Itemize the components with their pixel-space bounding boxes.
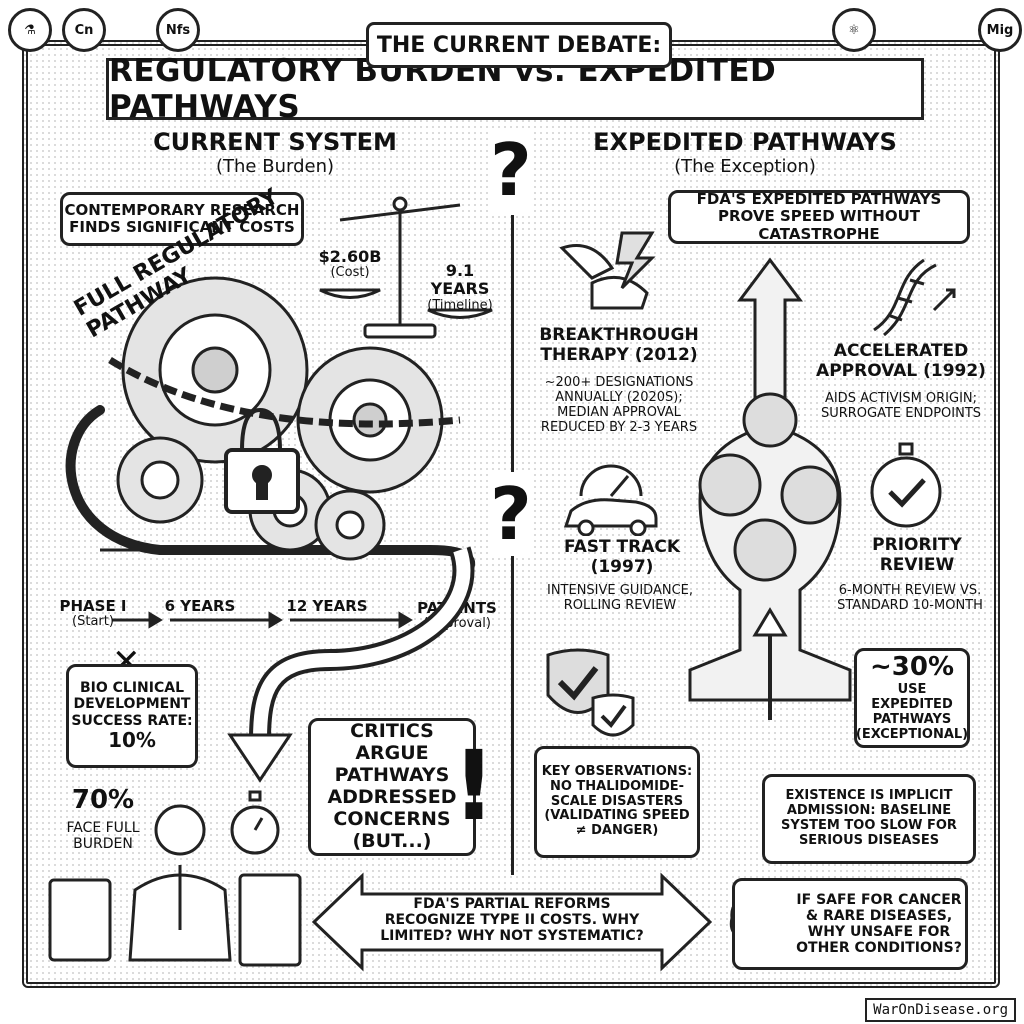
chain-icon (108, 357, 461, 428)
priority-title: PRIORITY REVIEW (872, 535, 962, 575)
double-arrow-box (312, 872, 712, 972)
safety-text: IF SAFE FOR CANCER & RARE DISEASES, WHY … (796, 891, 962, 957)
kicker-box: THE CURRENT DEBATE: (366, 22, 672, 68)
research-text: CONTEMPORARY RESEARCH FINDS SIGNIFICANT … (64, 200, 300, 236)
exclamation-mark-icon: ! (452, 730, 496, 842)
observations-box: KEY OBSERVATIONS: NO THALIDOMIDE-SCALE D… (534, 746, 700, 858)
scale-cost-value: $2.60B (318, 247, 382, 266)
priority-text: 6-MONTH REVIEW vs. STANDARD 10-MONTH (837, 583, 983, 613)
speedometer-car-icon (563, 464, 658, 536)
scale-years-caption: (Timeline) (427, 297, 493, 313)
stopwatch-icon (230, 790, 280, 855)
stressed-person-illustration (48, 804, 302, 967)
medium-gear-icon (296, 346, 444, 494)
right-heading-title: EXPEDITED PATHWAYS (593, 128, 897, 156)
accelerated-title: ACCELERATED APPROVAL (1992) (816, 341, 986, 381)
balance-scale-icon (319, 196, 493, 339)
question-mark-middle-icon: ? (490, 472, 532, 556)
main-title-banner: REGULATORY BURDEN vs. EXPEDITED PATHWAYS (106, 53, 924, 125)
timeline-start-label: PHASE I (59, 597, 127, 615)
timeline-12-years: 12 YEARS (286, 597, 368, 615)
left-heading: CURRENT SYSTEM (The Burden) (140, 128, 410, 177)
percent-value: ~30% (869, 652, 955, 683)
padlock-icon (224, 407, 300, 514)
success-rate-box: BIO CLINICAL DEVELOPMENT SUCCESS RATE: 1… (66, 664, 198, 768)
rocket-illustration (688, 257, 852, 720)
scale-cost: $2.60B (Cost) (312, 247, 388, 281)
paper-stack-left-icon (48, 878, 112, 962)
observations-text: KEY OBSERVATIONS: NO THALIDOMIDE-SCALE D… (541, 763, 693, 839)
admission-text: EXISTENCE IS IMPLICIT ADMISSION: BASELIN… (781, 788, 957, 848)
burden-caption: FACE FULL BURDEN (66, 820, 140, 853)
left-heading-title: CURRENT SYSTEM (153, 128, 397, 156)
right-heading-sub: (The Exception) (674, 156, 816, 177)
accelerated-text: AIDS ACTIVISM ORIGIN; SURROGATE ENDPOINT… (820, 391, 982, 421)
watermark: WarOnDisease.org (865, 998, 1016, 1022)
timeline-arrows (112, 611, 413, 629)
element-nfs-icon: Nfs (156, 8, 200, 52)
reforms-text: FDA's PARTIAL REFORMS RECOGNIZE TYPE II … (380, 896, 644, 945)
admission-box: EXISTENCE IS IMPLICIT ADMISSION: BASELIN… (762, 774, 976, 864)
scale-years: 9.1 YEARS (Timeline) (420, 261, 500, 314)
proof-text: FDA's EXPEDITED PATHWAYS PROVE SPEED WIT… (696, 190, 942, 243)
flask-icon: ⚗ (8, 8, 52, 52)
kicker-text: THE CURRENT DEBATE: (376, 32, 662, 58)
corner-label-nfs: Nfs (165, 22, 191, 38)
timeline-start: PHASE I (Start) (56, 597, 130, 630)
research-box: CONTEMPORARY RESEARCH FINDS SIGNIFICANT … (60, 192, 304, 246)
winged-shoe-icon (559, 231, 656, 310)
left-heading-sub: (The Burden) (216, 156, 334, 177)
timeline-6-years: 6 YEARS (164, 597, 236, 615)
success-rate-value: 10% (108, 727, 156, 752)
person-head-icon (154, 804, 206, 856)
dna-icon (873, 258, 956, 336)
critics-box: CRITICS ARGUE PATHWAYS ADDRESSED CONCERN… (308, 718, 476, 856)
success-rate-text: BIO CLINICAL DEVELOPMENT SUCCESS RATE: (71, 680, 193, 729)
question-mark-top-icon: ? (490, 128, 532, 212)
proof-box: FDA's EXPEDITED PATHWAYS PROVE SPEED WIT… (668, 190, 970, 244)
right-heading: EXPEDITED PATHWAYS (The Exception) (590, 128, 900, 177)
fasttrack-text: INTENSIVE GUIDANCE, ROLLING REVIEW (546, 583, 693, 613)
breakthrough-text: ~200+ DESIGNATIONS ANNUALLY (2020s); MED… (540, 375, 698, 435)
paper-stack-right-icon (238, 873, 302, 967)
scale-cost-caption: (Cost) (330, 265, 370, 281)
percent-caption: USE EXPEDITED PATHWAYS (EXCEPTIONAL) (855, 682, 969, 742)
fasttrack-title: FAST TRACK (1997) (563, 537, 681, 577)
breakthrough-title: BREAKTHROUGH THERAPY (2012) (539, 325, 699, 365)
corner-label-mig: Mig (986, 22, 1014, 38)
element-mig-icon: Mig (978, 8, 1022, 52)
safety-box: IF SAFE FOR CANCER & RARE DISEASES, WHY … (732, 878, 968, 970)
corner-label-cn: Cn (74, 22, 94, 38)
shield-check-icon (546, 648, 635, 737)
burden-value: 70% (71, 785, 135, 815)
molecule-icon: ⚛ (832, 8, 876, 52)
percent-box: ~30% USE EXPEDITED PATHWAYS (EXCEPTIONAL… (854, 648, 970, 748)
priority-stopwatch-icon (870, 442, 942, 528)
critics-text: CRITICS ARGUE PATHWAYS ADDRESSED CONCERN… (327, 720, 457, 852)
timeline-start-caption: (Start) (72, 614, 114, 630)
down-arrow-illustration (227, 546, 475, 783)
scale-years-value: 9.1 YEARS (430, 261, 490, 299)
element-cn-icon: Cn (62, 8, 106, 52)
